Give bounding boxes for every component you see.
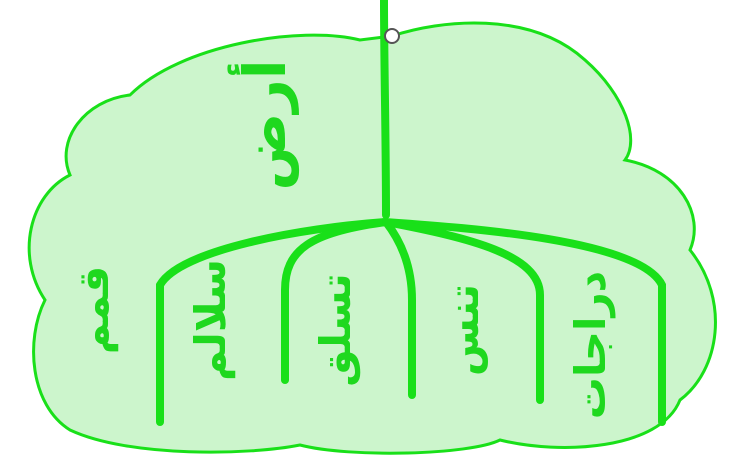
branch-word-2: سلالم [186,259,235,381]
branch-word-3: تسلق [311,273,361,387]
branch-word-1: قمم [69,266,118,355]
branch-word-4: تنس [439,284,488,376]
root-word: أرض [227,59,299,190]
stem-node [385,29,399,43]
branch-word-5: دراجات [566,271,615,419]
